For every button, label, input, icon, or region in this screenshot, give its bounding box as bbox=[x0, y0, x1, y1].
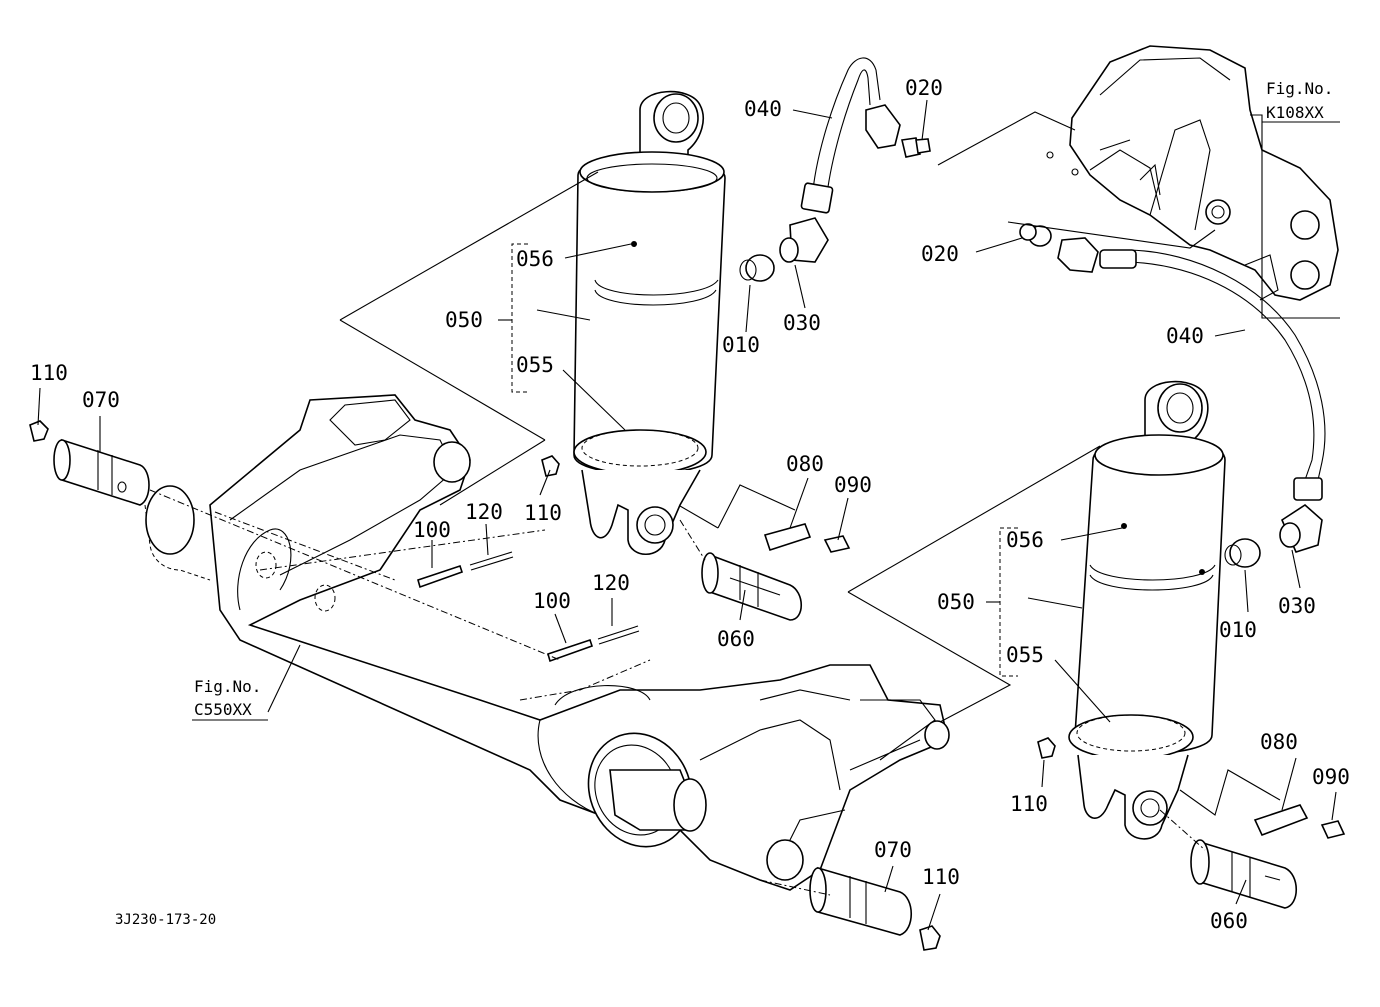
loader-arm-frame bbox=[144, 394, 950, 891]
callout-110: 110 bbox=[922, 865, 960, 889]
pin-070-left bbox=[29, 420, 150, 506]
pin-060-a bbox=[701, 552, 803, 621]
pin-070-right bbox=[809, 866, 941, 951]
roll-pins bbox=[417, 551, 640, 663]
callout-080: 080 bbox=[1260, 730, 1298, 754]
hydraulic-hose-a bbox=[800, 57, 931, 214]
callout-055: 055 bbox=[516, 353, 554, 377]
callout-010: 010 bbox=[1219, 618, 1257, 642]
top-bracket-frame bbox=[1046, 45, 1339, 301]
pin-060-b bbox=[1190, 839, 1298, 909]
fig-ref-k108-line2: K108XX bbox=[1266, 103, 1324, 122]
plates-and-bolts bbox=[541, 455, 1346, 839]
callout-030: 030 bbox=[1278, 594, 1316, 618]
callout-060: 060 bbox=[717, 627, 755, 651]
callout-110: 110 bbox=[30, 361, 68, 385]
fig-ref-c550-line2: C550XX bbox=[194, 700, 252, 719]
callout-056: 056 bbox=[1006, 528, 1044, 552]
figure-references: Fig.No. K108XX Fig.No. C550XX bbox=[192, 79, 1340, 721]
center-lines bbox=[149, 489, 1206, 896]
callout-050: 050 bbox=[445, 308, 483, 332]
callout-070: 070 bbox=[82, 388, 120, 412]
callout-100: 100 bbox=[533, 589, 571, 613]
callout-120: 120 bbox=[592, 571, 630, 595]
callout-090: 090 bbox=[1312, 765, 1350, 789]
callout-020: 020 bbox=[905, 76, 943, 100]
callout-110: 110 bbox=[524, 501, 562, 525]
elbow-fitting-b bbox=[1224, 503, 1323, 568]
callout-056: 056 bbox=[516, 247, 554, 271]
elbow-fitting-a bbox=[739, 217, 829, 282]
drawing-code: 3J230-173-20 bbox=[115, 912, 216, 928]
hydraulic-hose-b bbox=[1019, 223, 1326, 501]
callout-040: 040 bbox=[1166, 324, 1204, 348]
callout-010: 010 bbox=[722, 333, 760, 357]
callout-040: 040 bbox=[744, 97, 782, 121]
callout-055: 055 bbox=[1006, 643, 1044, 667]
callout-030: 030 bbox=[783, 311, 821, 335]
callout-labels: 040 020 056 050 055 010 030 110 070 110 … bbox=[30, 76, 1350, 933]
callout-100: 100 bbox=[413, 518, 451, 542]
cylinder-b bbox=[1068, 380, 1226, 840]
fig-ref-c550-line1: Fig.No. bbox=[194, 677, 261, 696]
callout-060: 060 bbox=[1210, 909, 1248, 933]
fig-ref-k108-line1: Fig.No. bbox=[1266, 79, 1333, 98]
callout-050: 050 bbox=[937, 590, 975, 614]
callout-080: 080 bbox=[786, 452, 824, 476]
callout-leaders bbox=[37, 99, 1337, 931]
callout-120: 120 bbox=[465, 500, 503, 524]
callout-070: 070 bbox=[874, 838, 912, 862]
callout-090: 090 bbox=[834, 473, 872, 497]
cylinder-a bbox=[573, 90, 726, 555]
callout-110: 110 bbox=[1010, 792, 1048, 816]
callout-020: 020 bbox=[921, 242, 959, 266]
reference-lines bbox=[267, 111, 1340, 816]
